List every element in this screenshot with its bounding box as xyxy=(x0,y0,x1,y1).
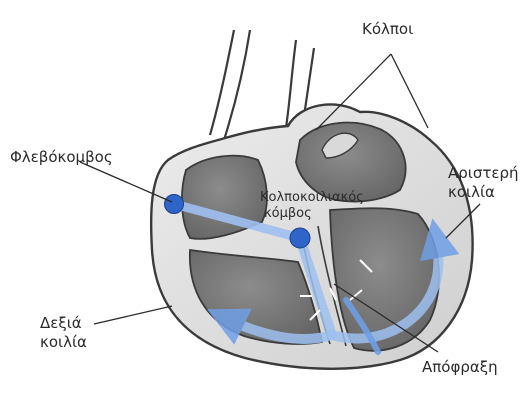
label-sa-node: Φλεβόκομβος xyxy=(10,148,113,167)
label-left-ventricle: Αριστερή κοιλία xyxy=(448,164,519,202)
sa-node-marker xyxy=(165,195,184,214)
label-repolarization: Απόφραξη xyxy=(422,358,498,377)
label-right-ventricle: Δεξιά κοιλία xyxy=(40,314,87,352)
label-right-ventricle-line2: κοιλία xyxy=(40,333,87,352)
label-av-node: Κολποκοιλιακός κόμβος xyxy=(260,190,364,223)
label-av-node-line2: κόμβος xyxy=(260,206,364,222)
label-av-node-line1: Κολποκοιλιακός xyxy=(260,190,364,206)
label-left-ventricle-line2: κοιλία xyxy=(448,183,519,202)
av-node-marker xyxy=(290,228,310,248)
label-right-ventricle-line1: Δεξιά xyxy=(40,314,87,333)
label-atria: Κόλποι xyxy=(362,20,413,39)
label-left-ventricle-line1: Αριστερή xyxy=(448,164,519,183)
